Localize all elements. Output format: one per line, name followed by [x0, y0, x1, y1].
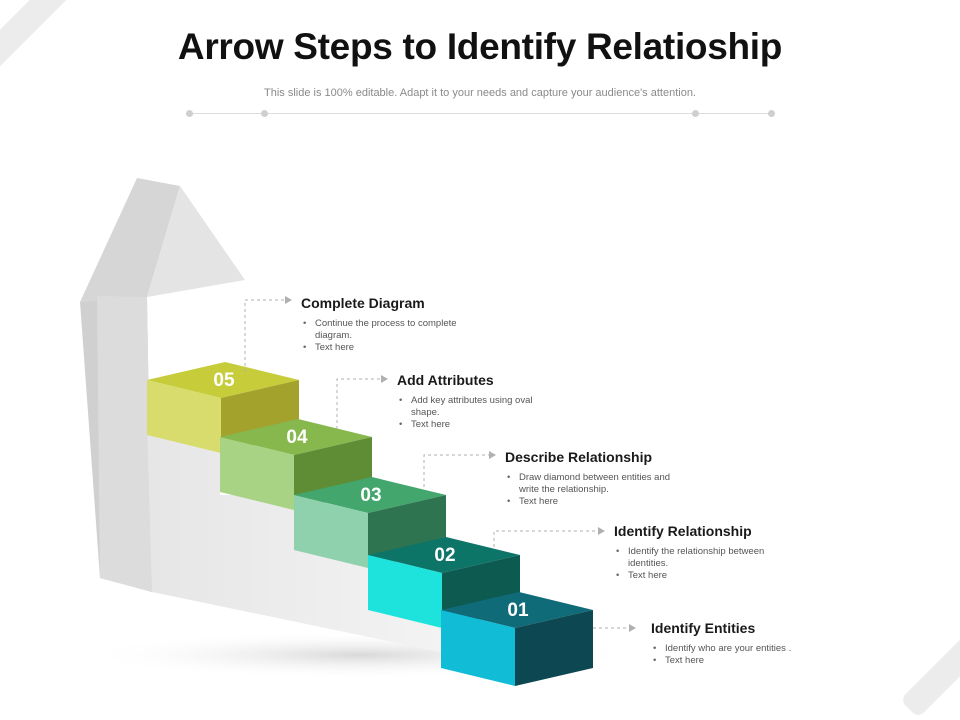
divider-dot: [186, 110, 193, 117]
step-top-face: [294, 477, 446, 513]
step-top-face: [368, 537, 520, 573]
step-side-face: [515, 610, 593, 686]
step-number: 05: [213, 370, 235, 391]
step-connector: [423, 454, 489, 487]
step-bullet-item: Draw diamond between entities and write …: [505, 472, 680, 496]
step-bullets: Identify who are your entities .Text her…: [651, 643, 826, 667]
connector-arrow-icon: [285, 296, 292, 304]
slide-subtitle: This slide is 100% editable. Adapt it to…: [264, 87, 696, 99]
step-title: Identify Relationship: [614, 523, 752, 539]
step-bullet-item: Text here: [651, 655, 826, 667]
step-bullet-item: Text here: [397, 419, 562, 431]
step-number: 02: [434, 545, 455, 566]
step-connector: [336, 378, 381, 429]
step-number: 04: [286, 427, 308, 448]
step-top-face: [441, 592, 593, 628]
step-bullet-item: Text here: [505, 496, 680, 508]
divider-dot: [692, 110, 699, 117]
step-title: Add Attributes: [397, 372, 494, 388]
steps-group: 05 04 03 02 01: [147, 362, 593, 686]
connector-arrow-icon: [598, 527, 605, 535]
step-block-01: 01: [441, 592, 593, 686]
step-title: Describe Relationship: [505, 449, 653, 465]
subtitle-divider: [190, 113, 772, 114]
arrow-shaft-front: [97, 296, 152, 592]
connector-arrow-icon: [381, 375, 388, 383]
step-connector: [493, 530, 598, 547]
step-bullets: Draw diamond between entities and write …: [505, 472, 680, 508]
step-bullet-item: Continue the process to complete diagram…: [301, 318, 466, 342]
step-bullet-item: Text here: [614, 570, 789, 582]
step-top-face: [147, 362, 299, 398]
divider-dot: [768, 110, 775, 117]
step-front-face: [368, 555, 442, 628]
step-bullets: Identify the relationship between identi…: [614, 546, 789, 582]
arrow-head-left-face: [80, 178, 180, 302]
slide-title: Arrow Steps to Identify Relatioship: [177, 26, 783, 67]
step-bullet-item: Identify who are your entities .: [651, 643, 826, 655]
step-front-face: [220, 437, 294, 510]
step-number: 01: [507, 600, 529, 621]
divider-dot: [261, 110, 268, 117]
step-bullets: Add key attributes using oval shape.Text…: [397, 395, 562, 431]
step-bullets: Continue the process to complete diagram…: [301, 318, 466, 354]
connectors-group: [244, 296, 636, 632]
connector-arrow-icon: [629, 624, 636, 632]
step-bullet-item: Text here: [301, 342, 466, 354]
step-bullet-item: Add key attributes using oval shape.: [397, 395, 562, 419]
step-bullet-item: Identify the relationship between identi…: [614, 546, 789, 570]
arrow-head-right-face: [147, 186, 245, 297]
step-connector: [244, 299, 285, 372]
step-front-face: [294, 495, 368, 568]
connector-arrow-icon: [489, 451, 496, 459]
step-front-face: [441, 610, 515, 686]
step-front-face: [147, 380, 221, 453]
step-title: Complete Diagram: [301, 295, 425, 311]
step-number: 03: [360, 485, 381, 506]
step-top-face: [220, 419, 372, 455]
step-title: Identify Entities: [651, 620, 756, 636]
